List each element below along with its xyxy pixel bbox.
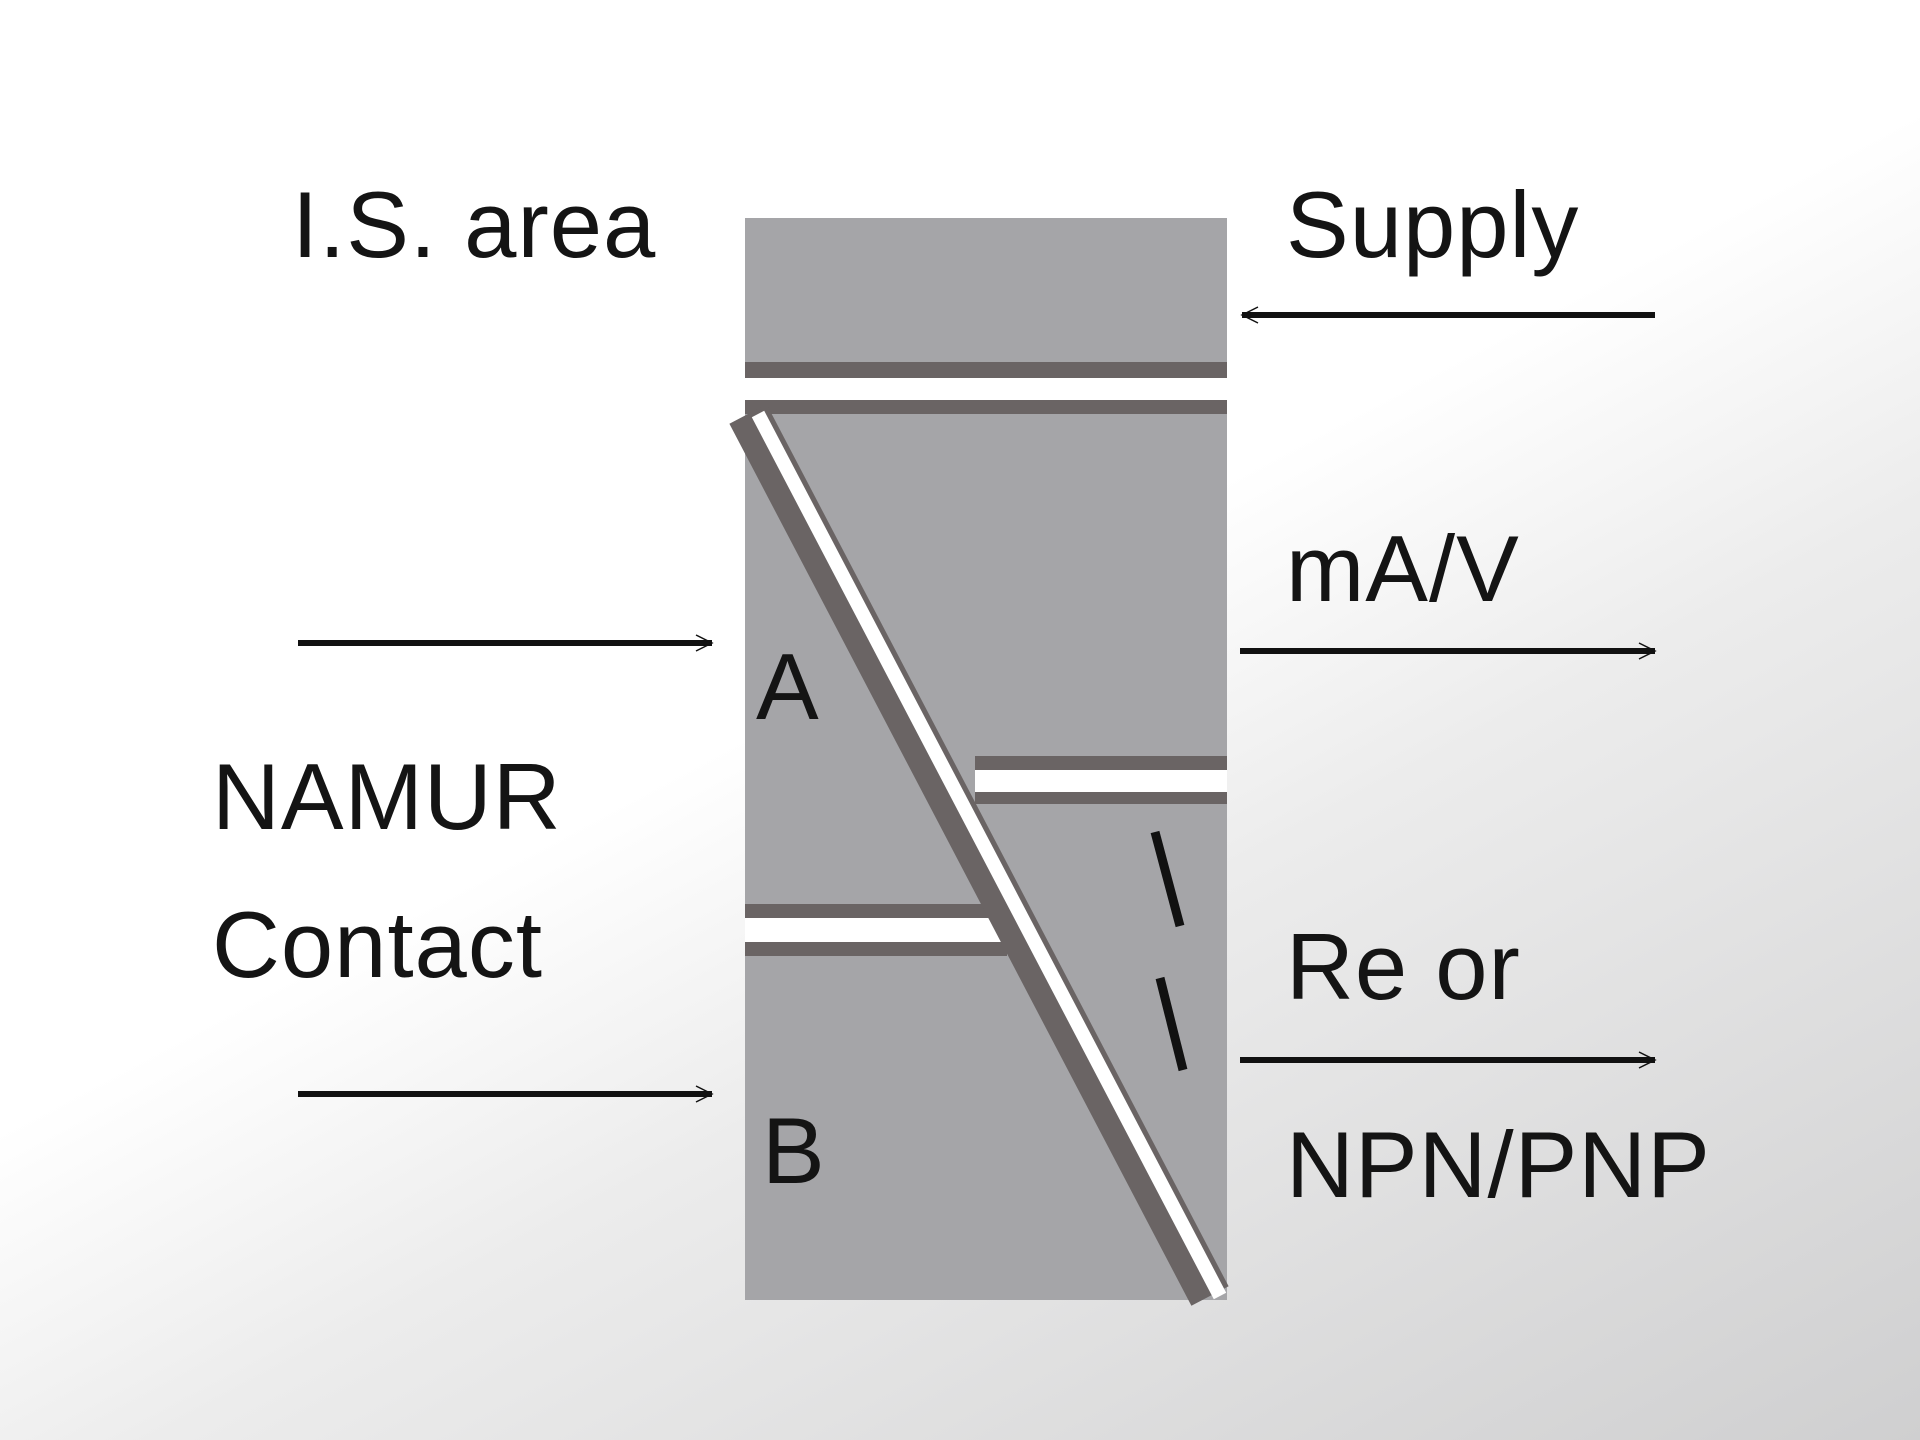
output-separator-dark-1 [975, 756, 1227, 770]
relay-symbol-dash-1 [1150, 830, 1185, 928]
namur-label-line1: NAMUR [212, 744, 562, 849]
relay-label-line1: Re or [1286, 914, 1521, 1019]
namur-label-line2: Contact [212, 892, 543, 997]
input-separator-gap [745, 918, 1007, 942]
relay-label-line2: NPN/PNP [1286, 1112, 1711, 1217]
input-b-label: B [762, 1098, 826, 1203]
input-a-label: A [756, 634, 820, 739]
output-separator-gap [975, 770, 1227, 792]
input-separator-dark-1 [745, 904, 1007, 918]
area-label: I.S. area [292, 172, 657, 277]
isolation-barrier-dark [729, 404, 1229, 1306]
input-separator-dark-2 [745, 942, 1007, 956]
isolation-barrier-gap [751, 410, 1227, 1300]
supply-separator-dark-1 [745, 362, 1227, 378]
analog-output-label: mA/V [1286, 516, 1520, 621]
relay-symbol-dash-2 [1155, 976, 1188, 1072]
supply-label: Supply [1286, 172, 1580, 277]
supply-separator-gap [745, 378, 1227, 400]
supply-separator-dark-2 [745, 400, 1227, 414]
output-separator-dark-2 [975, 792, 1227, 804]
